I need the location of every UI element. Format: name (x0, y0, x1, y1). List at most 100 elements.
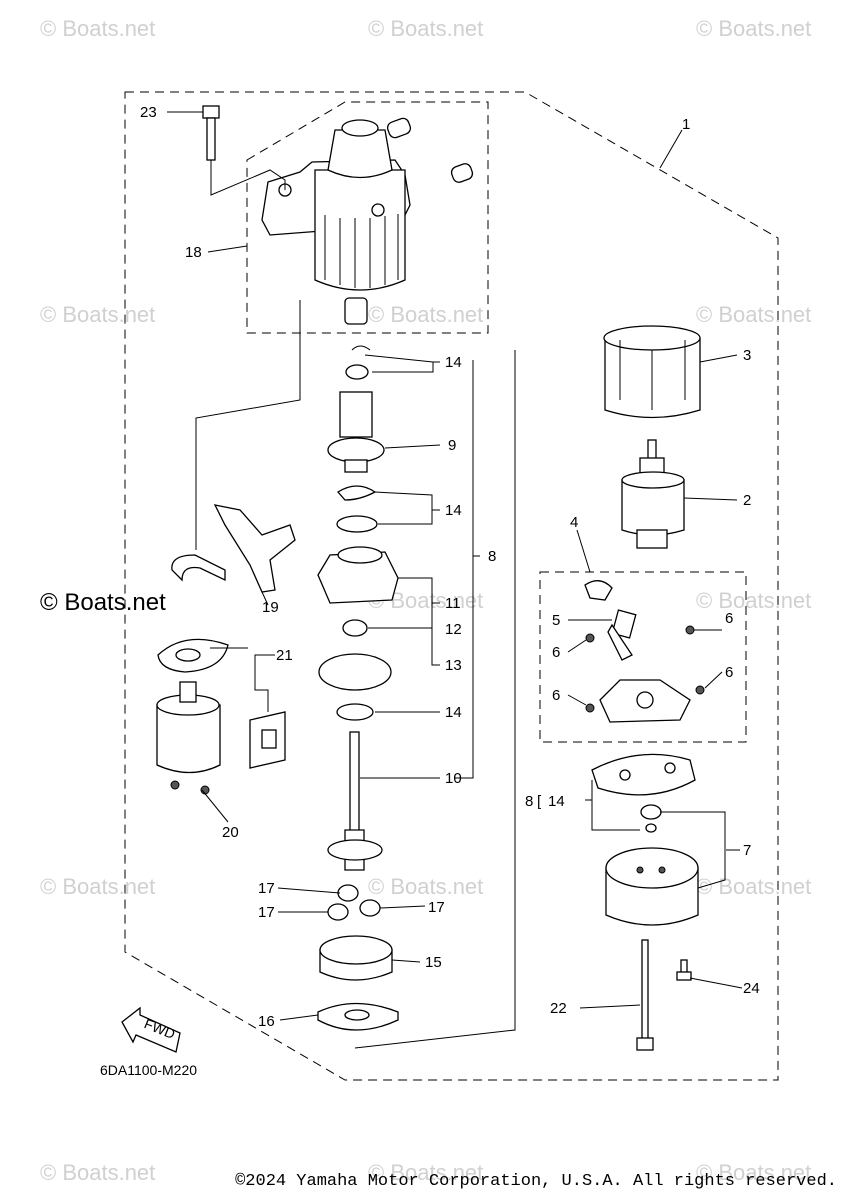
leader-12-13 (368, 603, 440, 666)
through-bolt-head (636, 1037, 654, 1051)
fwd-arrow: FWD (121, 1006, 181, 1053)
ring-gear-15-top (319, 935, 393, 965)
watermark: © Boats.net (40, 1160, 155, 1185)
callout-17: 17 (428, 899, 445, 916)
circlip-14b (337, 485, 377, 501)
brush-plate-14 (591, 753, 696, 796)
brush-spring (685, 625, 695, 635)
brush-lead (584, 580, 613, 601)
yoke-ribs (619, 340, 686, 410)
watermark: © Boats.net (40, 874, 155, 899)
housing-cap (341, 119, 379, 137)
yoke-3 (603, 325, 701, 419)
leader-21 (254, 654, 275, 712)
leader-lines (167, 111, 743, 1049)
callout-6: 6 (725, 610, 733, 627)
leader-3 (699, 354, 738, 363)
watermarks: © Boats.net © Boats.net © Boats.net © Bo… (40, 16, 811, 1185)
leader-15 (391, 959, 421, 963)
bolt-23-head (202, 105, 220, 119)
watermark: © Boats.net (368, 302, 483, 327)
bolt-23 (202, 105, 220, 161)
brush-plate-hole (636, 691, 654, 709)
assembly-outlines (124, 91, 779, 1081)
callout-3: 3 (743, 347, 751, 364)
planet-gear-17 (327, 903, 349, 921)
callout-18: 18 (185, 244, 202, 261)
assembly-4-outline (539, 571, 747, 743)
end-cover-group (591, 753, 699, 926)
callout-19: 19 (262, 599, 279, 616)
brush-arm (607, 623, 633, 661)
callout-7: 7 (743, 842, 751, 859)
leader-22 (579, 1004, 641, 1009)
o-ring-13 (318, 653, 392, 691)
callout-9: 9 (448, 437, 456, 454)
armature-2 (621, 439, 685, 549)
callout-bracket: [ (537, 793, 542, 810)
callout-16: 16 (258, 1013, 275, 1030)
through-bolt-shank (641, 939, 649, 1041)
housing-bolt-hole-2 (371, 203, 385, 217)
center-stack (317, 345, 399, 1031)
plate-16-hole (344, 1009, 370, 1021)
right-link (354, 350, 516, 1049)
copyright-notice: ©2024 Yamaha Motor Corporation, U.S.A. A… (235, 1172, 837, 1191)
shift-lever (213, 504, 296, 593)
leader-2 (683, 497, 738, 501)
watermark-center-left: © Boats.net (40, 589, 166, 616)
solenoid-stud (170, 780, 180, 790)
callout-17: 17 (258, 880, 275, 897)
watermark: © Boats.net (696, 16, 811, 41)
callout-1: 1 (682, 116, 690, 133)
callout-11: 11 (445, 595, 461, 612)
bearing-12 (342, 619, 368, 637)
callout-21: 21 (276, 647, 293, 664)
callout-22: 22 (550, 1000, 567, 1017)
callout-2: 2 (743, 492, 751, 509)
callout-12: 12 (445, 621, 462, 638)
callout-14: 14 (445, 502, 462, 519)
callout-6: 6 (725, 664, 733, 681)
lever-19 (171, 504, 296, 593)
housing-bushing (344, 297, 368, 325)
leader-1 (659, 129, 683, 169)
housing-grommet-2 (450, 163, 474, 183)
collar-14 (345, 364, 369, 380)
armature-core-top (621, 471, 685, 489)
callout-23: 23 (140, 104, 157, 121)
yoke-top (603, 325, 701, 351)
pinion-9-hub (344, 459, 368, 473)
callout-13: 13 (445, 657, 462, 674)
pinion-9-base (327, 437, 385, 463)
lever-link (195, 300, 301, 550)
washer-14 (336, 515, 378, 533)
callout-15: 15 (425, 954, 442, 971)
leader-11 (398, 577, 440, 604)
brush-5 (611, 609, 637, 639)
callout-14: 14 (445, 354, 462, 371)
circlip-14 (351, 345, 371, 351)
leader-18 (207, 245, 248, 253)
leader-24 (689, 977, 743, 989)
plate-hole (664, 762, 676, 774)
solenoid-20 (156, 681, 221, 795)
watermark: © Boats.net (40, 16, 155, 41)
callout-17: 17 (258, 904, 275, 921)
screw-head (676, 971, 692, 981)
leader-6d (567, 694, 587, 706)
solenoid-body (156, 704, 221, 774)
leader-8-14 (585, 780, 640, 831)
cover-21-window (261, 729, 277, 749)
leader-17c (379, 905, 426, 909)
assembly-18-outline (246, 101, 489, 334)
watermark: © Boats.net (696, 874, 811, 899)
leader-9 (384, 444, 441, 449)
callout-4: 4 (570, 514, 578, 531)
leader-19 (261, 591, 269, 606)
housing-grommet (386, 117, 412, 139)
leader-6c (704, 671, 723, 689)
gear-case-bore (337, 546, 383, 564)
housing-top (327, 129, 393, 179)
leader-4 (576, 529, 591, 573)
